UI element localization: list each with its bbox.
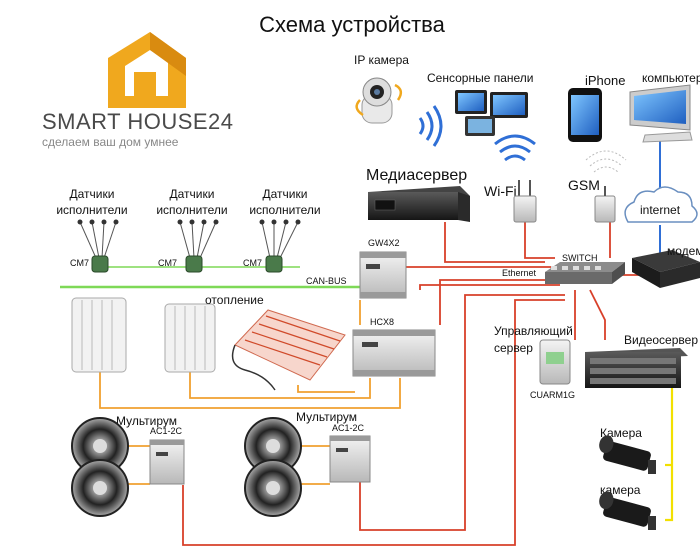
ac12c-module-2 xyxy=(329,435,371,483)
wires xyxy=(60,140,674,546)
video-lines xyxy=(655,383,674,522)
floor-heating-mat xyxy=(231,309,346,391)
ac12c-label-2: AC1-2C xyxy=(332,423,365,433)
iphone-device xyxy=(568,88,602,142)
radiator-2 xyxy=(164,303,216,373)
control-server-label-1: Управляющий xyxy=(494,324,573,338)
sensor-group-1: Датчики исполнители CM7 xyxy=(56,187,128,273)
sensors-label-3: Датчики xyxy=(263,187,308,201)
internet-label: internet xyxy=(640,203,681,217)
gsm-signal-icon xyxy=(585,150,627,173)
camera-1-device xyxy=(599,435,656,474)
gw4x2-label: GW4X2 xyxy=(368,238,400,248)
actuators-label-1: исполнители xyxy=(56,203,127,217)
sensors-label-1: Датчики xyxy=(70,187,115,201)
actuators-label-2: исполнители xyxy=(156,203,227,217)
touch-panels-label: Сенсорные панели xyxy=(427,71,534,85)
speaker-2a xyxy=(244,417,302,475)
can-bus-label: CAN-BUS xyxy=(306,276,347,286)
media-server-device xyxy=(368,186,470,222)
ac12c-module-1 xyxy=(149,439,185,485)
hcx8-module xyxy=(352,329,436,377)
modem-label: модем xyxy=(667,244,700,258)
wifi-access-point-device xyxy=(513,180,537,223)
ethernet-lines xyxy=(182,222,640,546)
logo-house-icon xyxy=(108,32,186,108)
gw4x2-module xyxy=(359,251,407,299)
modem-device xyxy=(632,250,700,288)
sensor-group-2: Датчики исполнители CM7 xyxy=(156,187,228,273)
wifi-signal-icon xyxy=(494,134,536,162)
switch-label: SWITCH xyxy=(562,253,598,263)
speaker-1a xyxy=(71,417,129,475)
network-switch-device xyxy=(545,262,625,284)
page-title: Схема устройства xyxy=(259,12,445,37)
control-server-label-2: сервер xyxy=(494,341,533,355)
video-server-label: Видеосервер xyxy=(624,333,698,347)
computer-device xyxy=(629,84,693,143)
iphone-label: iPhone xyxy=(585,73,625,88)
touch-panels-device xyxy=(455,90,528,136)
logo-tagline: сделаем ваш дом умнее xyxy=(42,135,179,149)
actuators-label-3: исполнители xyxy=(249,203,320,217)
gsm-modem-device xyxy=(594,186,616,223)
wireless-waves-icon xyxy=(418,105,443,147)
cuarm-label: CUARM1G xyxy=(530,390,575,400)
power-lines xyxy=(99,300,401,485)
sensor-group-3: Датчики исполнители CM7 xyxy=(243,187,321,273)
speaker-1b xyxy=(71,459,129,517)
multiroom-label-2: Мультирум xyxy=(296,410,357,424)
hcx8-label: HCX8 xyxy=(370,317,394,327)
video-server-device xyxy=(585,348,688,388)
control-server-device xyxy=(539,339,571,385)
gsm-label: GSM xyxy=(568,177,600,193)
logo-brand-text: SMART HOUSE24 xyxy=(42,109,234,134)
sensors-label-2: Датчики xyxy=(170,187,215,201)
media-server-label: Медиасервер xyxy=(366,167,467,184)
multiroom-label-1: Мультирум xyxy=(116,414,177,428)
camera-2-device xyxy=(599,491,656,530)
cm7-label-1: CM7 xyxy=(70,258,89,268)
ethernet-label: Ethernet xyxy=(502,268,537,278)
cm7-label-2: CM7 xyxy=(158,258,177,268)
cm7-label-3: CM7 xyxy=(243,258,262,268)
speaker-2b xyxy=(244,459,302,517)
heating-label: отопление xyxy=(205,293,264,307)
computer-label: компьютер xyxy=(642,71,700,85)
radiator-1 xyxy=(71,297,127,373)
wifi-label: Wi-Fi xyxy=(484,183,517,199)
ip-camera-device xyxy=(355,77,403,124)
ip-camera-label: IP камера xyxy=(354,53,409,67)
ac12c-label-1: AC1-2C xyxy=(150,426,183,436)
internet-cloud-icon xyxy=(624,186,698,223)
